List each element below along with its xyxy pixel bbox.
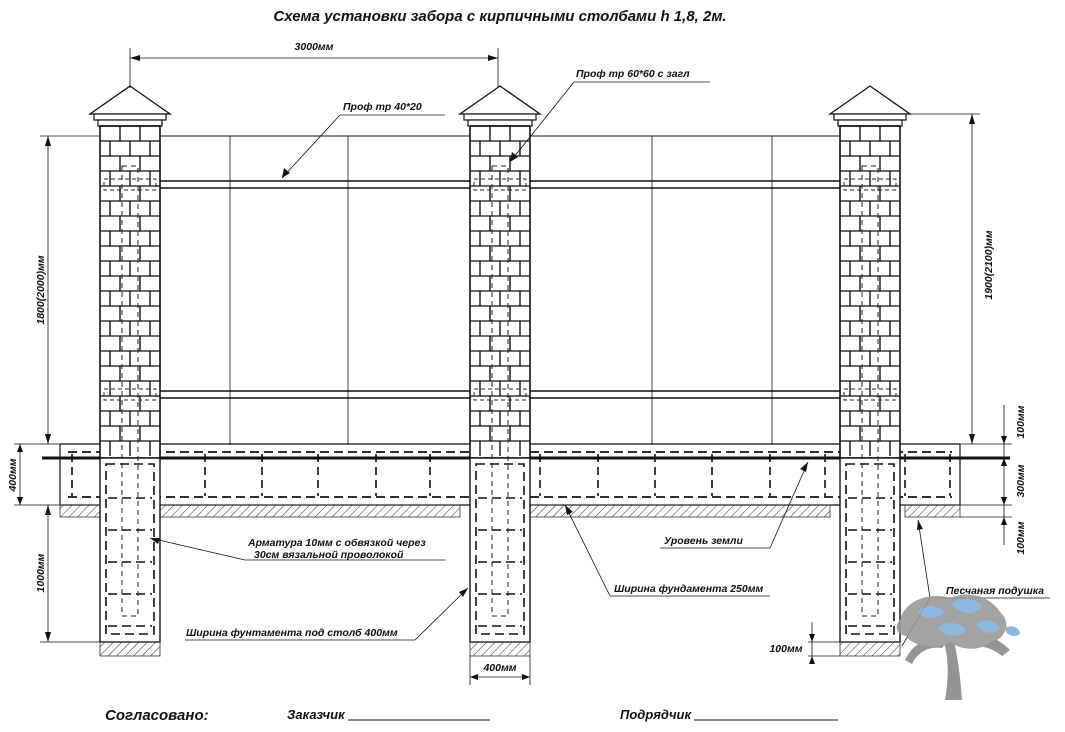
approved-label: Согласовано:	[105, 707, 209, 724]
brick-post-3	[827, 85, 913, 657]
post-profile-callout: Проф тр 60*60 с загл	[576, 68, 690, 80]
rebar-callout-line2: 30см вязальной проволокой	[254, 549, 404, 561]
steel-profile	[121, 165, 139, 617]
diagram-title: Схема установки забора с кирпичными стол…	[273, 8, 726, 25]
post-foundation-width-callout: Ширина фунтамента под столб 400мм	[186, 627, 398, 639]
span-dimension: 3000мм	[295, 41, 334, 53]
contractor-label: Подрядчик	[620, 707, 692, 722]
tree-logo-icon	[896, 594, 1020, 700]
brick-post-1	[87, 85, 173, 657]
above-ground-dimension: 100мм	[1015, 405, 1027, 438]
post-depth-dimension: 1000мм	[35, 553, 47, 592]
sand-layer-dimension: 100мм	[769, 643, 802, 655]
below-ground-dimension: 100мм	[1015, 521, 1027, 554]
callout-leaders	[149, 81, 1050, 647]
plinth-dimension: 400мм	[7, 458, 19, 492]
post-cap	[87, 85, 173, 115]
sand-cushion	[99, 641, 161, 657]
steel-profile	[491, 165, 509, 617]
sand-cushion	[469, 641, 531, 657]
customer-label: Заказчик	[287, 707, 346, 722]
rail-profile-callout: Проф тр 40*20	[343, 101, 422, 113]
brick-post-2	[457, 85, 543, 657]
post-cap	[457, 85, 543, 115]
post-cap	[827, 85, 913, 115]
sand-cushion-callout: Песчаная подушка	[946, 585, 1044, 597]
ground-level-callout: Уровень земли	[664, 535, 743, 547]
strip-height-dimension: 300мм	[1015, 464, 1027, 497]
dimension-lines	[14, 48, 1012, 685]
brick-posts	[87, 85, 913, 657]
strip-width-callout: Ширина фундамента 250мм	[614, 583, 763, 595]
sand-cushion	[839, 641, 901, 657]
height-right-dimension: 1900(2100)мм	[983, 230, 995, 299]
height-left-dimension: 1800(2000)мм	[35, 255, 47, 324]
steel-profile	[861, 165, 879, 617]
rebar-callout-line1: Арматура 10мм с обвязкой через	[247, 537, 426, 549]
post-width-dimension: 400мм	[482, 662, 516, 674]
